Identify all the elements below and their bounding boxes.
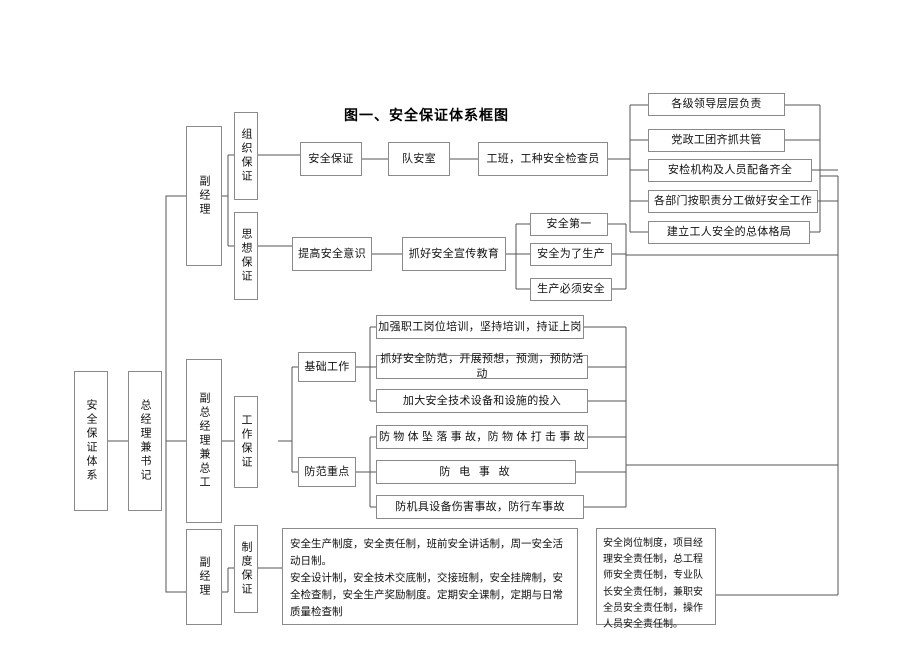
node-prevention-item-2[interactable]: 防机具设备伤害事故，防行车事故 xyxy=(376,495,584,519)
node-org-item-1[interactable]: 党政工团齐抓共管 xyxy=(648,129,785,152)
node-org-item-2[interactable]: 安检机构及人员配备齐全 xyxy=(648,159,812,182)
node-ideological-guarantee[interactable]: 思想保证 xyxy=(234,212,258,300)
node-org-item-4[interactable]: 建立工人安全的总体格局 xyxy=(648,221,810,244)
node-ideo-item-0[interactable]: 安全第一 xyxy=(530,213,608,236)
node-work-guarantee[interactable]: 工作保证 xyxy=(234,396,258,488)
node-team-type-safety-inspector[interactable]: 工班，工种安全检查员 xyxy=(478,142,608,176)
node-org-item-3[interactable]: 各部门按职责分工做好安全工作 xyxy=(648,190,818,213)
node-deputy-gm-chief-engineer[interactable]: 副总经理兼总工 xyxy=(186,359,222,523)
node-basic-item-2[interactable]: 加大安全技术设备和设施的投入 xyxy=(376,389,588,413)
node-system-guarantee[interactable]: 制度保证 xyxy=(234,525,258,613)
node-basic-work[interactable]: 基础工作 xyxy=(298,352,356,382)
node-prevention-item-0[interactable]: 防 物 体 坠 落 事 故，防 物 体 打 击 事 故 xyxy=(376,425,588,449)
node-basic-item-0[interactable]: 加强职工岗位培训，坚持培训，持证上岗 xyxy=(376,315,584,339)
node-basic-item-1[interactable]: 抓好安全防范，开展预想，预测，预防活动 xyxy=(376,353,588,380)
node-ideo-item-2[interactable]: 生产必须安全 xyxy=(530,278,612,301)
node-ideo-item-1[interactable]: 安全为了生产 xyxy=(530,243,612,266)
node-prevention-focus[interactable]: 防范重点 xyxy=(298,457,356,487)
node-safety-guarantee-system[interactable]: 安全保证体系 xyxy=(74,371,108,511)
node-organizational-guarantee[interactable]: 组织保证 xyxy=(234,112,258,200)
node-safety-propaganda-education[interactable]: 抓好安全宣传教育 xyxy=(402,237,506,271)
node-team-safety-office[interactable]: 队安室 xyxy=(388,142,450,176)
node-general-manager[interactable]: 总经理兼书记 xyxy=(128,371,162,511)
node-deputy-manager-bottom[interactable]: 副经理 xyxy=(186,529,222,625)
node-deputy-manager-top[interactable]: 副经理 xyxy=(186,126,222,266)
node-org-item-0[interactable]: 各级领导层层负责 xyxy=(648,93,785,116)
node-system-rules-text[interactable]: 安全生产制度，安全责任制，班前安全讲话制，周一安全活动日制。 安全设计制，安全技… xyxy=(282,528,578,625)
node-raise-safety-awareness[interactable]: 提高安全意识 xyxy=(292,237,372,271)
node-responsibility-rules-text[interactable]: 安全岗位制度，项目经理安全责任制，总工程师安全责任制，专业队长安全责任制，兼职安… xyxy=(596,528,716,630)
node-prevention-item-1[interactable]: 防 电 事 故 xyxy=(376,460,576,484)
diagram-title: 图一、安全保证体系框图 xyxy=(344,107,509,123)
node-safety-guarantee[interactable]: 安全保证 xyxy=(300,142,362,176)
